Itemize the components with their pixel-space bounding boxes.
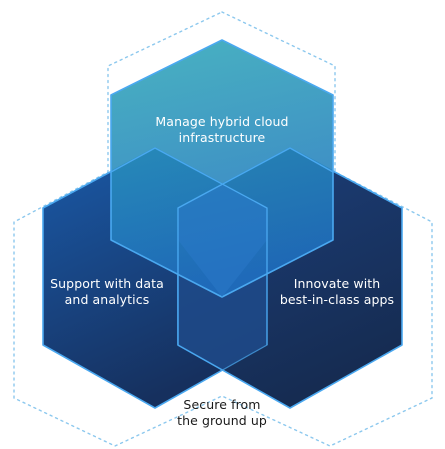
label-data-analytics: Support with data and analytics (50, 276, 164, 307)
label-hybrid-cloud: Manage hybrid cloud infrastructure (155, 114, 289, 145)
label-secure: Secure from the ground up (177, 397, 267, 428)
dotted-outline (13, 11, 433, 447)
label-innovate-apps: Innovate with best-in-class apps (279, 276, 395, 307)
hexagon-left-outline (110, 147, 268, 345)
hexagon-right-outline (177, 147, 334, 345)
overlap-center (178, 184, 267, 297)
